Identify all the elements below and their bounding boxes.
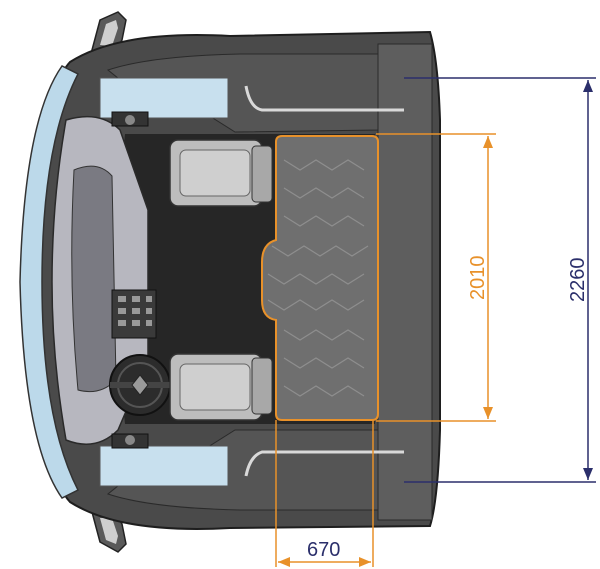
bottom-door-knob (125, 435, 135, 445)
driver-seat-bottom (169, 353, 273, 421)
bunk-width-dimension (275, 420, 374, 567)
top-side-panel (106, 53, 379, 133)
windshield (19, 65, 80, 499)
driver-passenger-seat-top (169, 139, 273, 207)
bottom-door-window (99, 445, 229, 487)
top-door-window (99, 77, 229, 119)
dashboard-console (71, 165, 117, 393)
bunk-length-label: 2010 (467, 256, 489, 301)
top-door-trim (244, 85, 404, 112)
center-control-panel (111, 289, 157, 339)
bunk-mattress (261, 135, 379, 421)
bottom-side-panel (106, 429, 379, 511)
bunk-length-dimension (376, 133, 496, 422)
renault-diamond-icon (131, 374, 149, 396)
rear-wall (377, 43, 433, 521)
steering-wheel (109, 354, 171, 416)
top-door-knob (125, 115, 135, 125)
bottom-door-trim (244, 450, 404, 477)
cab-width-dimension (404, 77, 596, 483)
mattress-pattern (267, 159, 369, 397)
cab-width-label: 2260 (567, 258, 589, 303)
bunk-width-label: 670 (307, 539, 340, 561)
